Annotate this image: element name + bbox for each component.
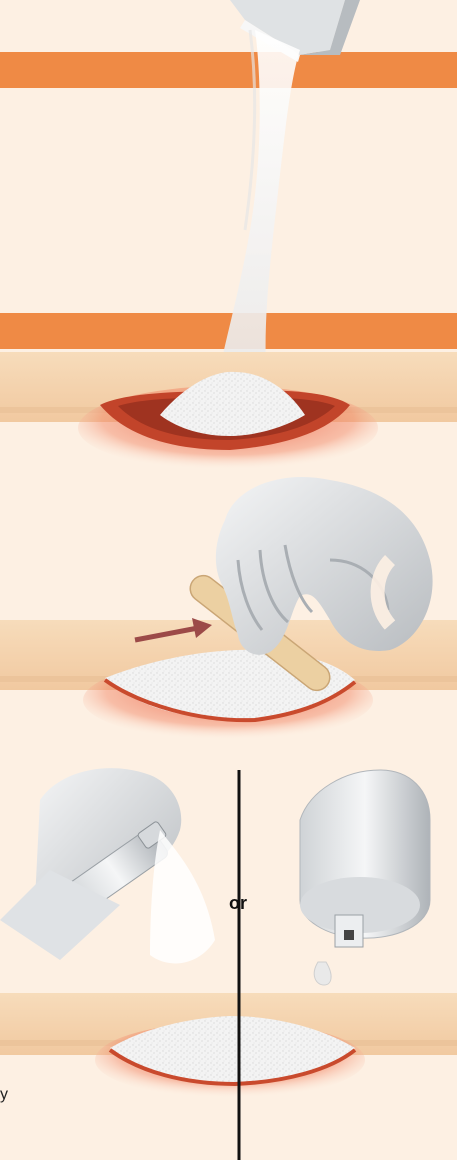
spray-mist <box>150 830 215 963</box>
or-label: or <box>229 893 247 914</box>
margin-mark-text: y <box>0 1086 8 1104</box>
top-band-shape <box>0 52 457 88</box>
dropper-bottle-icon <box>300 770 430 985</box>
